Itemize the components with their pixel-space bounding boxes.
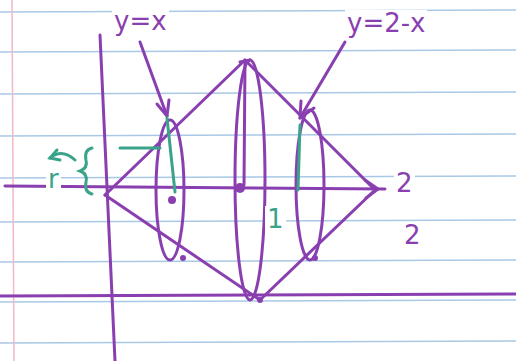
notebook-rules bbox=[0, 10, 516, 343]
points bbox=[168, 183, 318, 303]
handwritten-label: y=2-x bbox=[345, 10, 427, 36]
handwritten-label: 2 bbox=[402, 222, 423, 248]
handwritten-label: r bbox=[46, 166, 61, 192]
purple-sketch bbox=[0, 35, 516, 361]
handwritten-label: 1 bbox=[265, 206, 286, 232]
handwritten-label: y=x bbox=[112, 8, 169, 34]
handwritten-label: 2 bbox=[394, 170, 415, 196]
margin-line bbox=[12, 0, 14, 361]
green-radius-marks bbox=[50, 118, 300, 194]
